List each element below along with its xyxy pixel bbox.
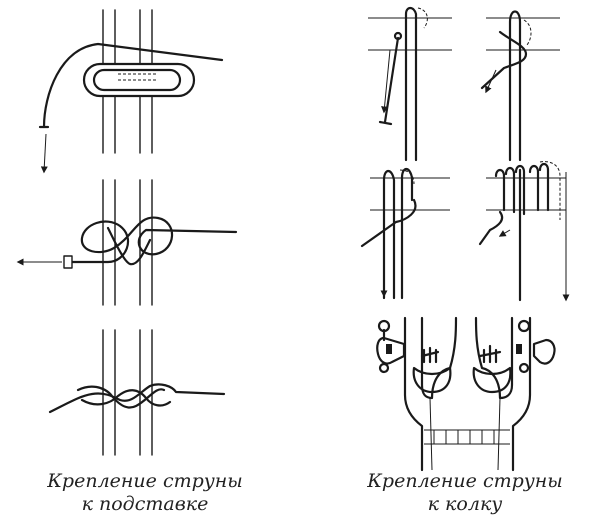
string-knot-wraps [66, 216, 238, 264]
tuning-key-right [532, 338, 556, 365]
headstock-view [376, 316, 556, 472]
string-looped [382, 169, 396, 300]
peg-knot-step-1 [368, 6, 452, 162]
bridge-knot-step-1 [38, 9, 224, 174]
bridge-knot-step-2 [16, 179, 238, 306]
peg-roller-right [472, 366, 512, 394]
string-over-peg [404, 6, 418, 162]
bridge-knot-step-3 [48, 329, 226, 456]
headstock-frame [403, 316, 424, 472]
string-wrapped [508, 10, 522, 162]
peg-knot-step-3 [360, 167, 450, 300]
string-tied-knot [48, 383, 226, 414]
string-free-end [42, 42, 224, 129]
bridge-bars [102, 329, 153, 456]
bridge-bars [102, 179, 153, 306]
caption-peg-line-2: к колку [427, 493, 503, 515]
caption-bridge: Крепление струны к подставке [20, 470, 270, 516]
peg-knot-step-4 [478, 161, 570, 302]
string-multiple-wraps [494, 164, 526, 216]
string-inner-loop [92, 68, 182, 92]
caption-bridge-line-1: Крепление струны [47, 470, 243, 492]
direction-arrow-down [40, 133, 48, 174]
direction-arrow-down [381, 49, 391, 114]
caption-peg: Крепление струны к колку [335, 470, 595, 516]
peg-roller-left [412, 366, 452, 394]
peg-knot-step-2 [480, 10, 560, 162]
peg-wrap-left [420, 346, 440, 364]
caption-peg-line-1: Крепление струны [367, 470, 563, 492]
peg-wrap-right [478, 344, 502, 364]
caption-bridge-line-2: к подставке [81, 493, 209, 515]
